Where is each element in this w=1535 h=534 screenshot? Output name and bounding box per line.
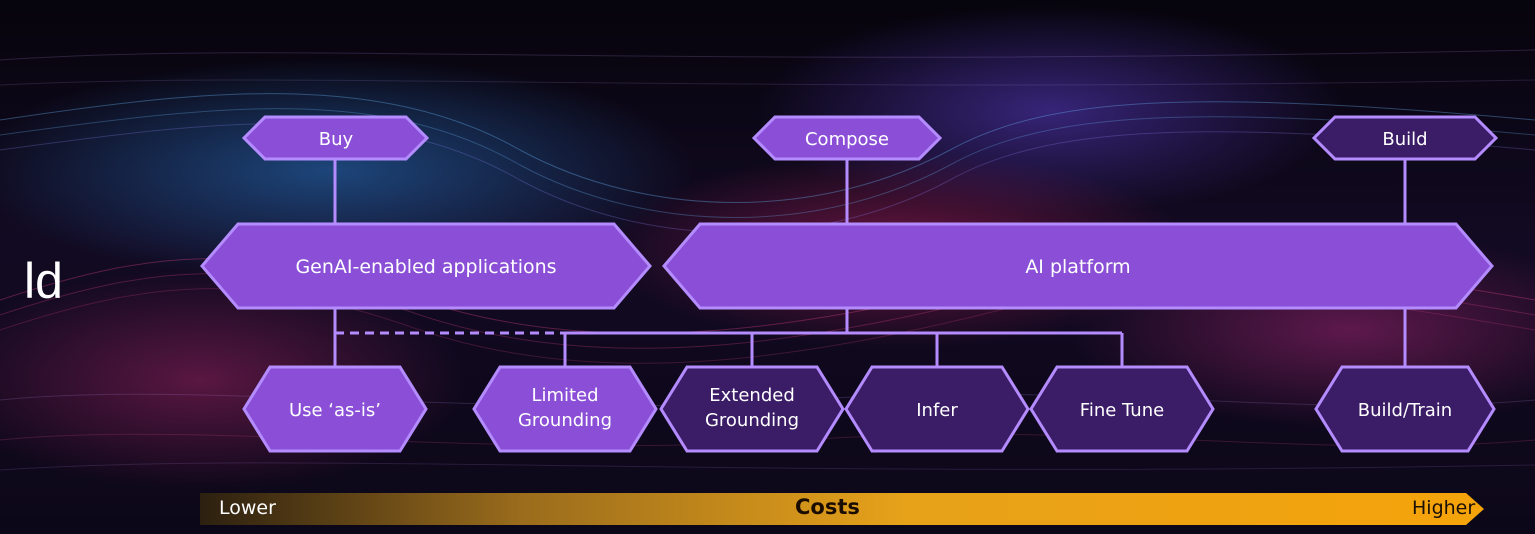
option-fine-tune-label: Fine Tune	[1080, 400, 1164, 421]
layer-ai-platform: AI platform	[662, 222, 1494, 310]
option-limited-grounding-line1: Limited	[531, 385, 598, 406]
option-fine-tune: Fine Tune	[1029, 365, 1215, 453]
cost-arrow-shape	[200, 493, 1484, 525]
option-extended-grounding-line2: Grounding	[705, 410, 799, 431]
option-use-as-is-label: Use ‘as-is’	[289, 400, 381, 421]
option-infer: Infer	[844, 365, 1030, 453]
cost-title: Costs	[795, 495, 860, 519]
connector-lines	[333, 158, 1407, 368]
category-compose-label: Compose	[805, 129, 889, 150]
option-use-as-is: Use ‘as-is’	[242, 365, 428, 453]
option-limited-grounding: Limited Grounding	[472, 365, 658, 453]
category-build-label: Build	[1382, 129, 1427, 150]
category-compose: Compose	[751, 115, 943, 161]
cost-higher-label: Higher	[1412, 497, 1476, 519]
option-build-train-label: Build/Train	[1358, 400, 1452, 421]
option-extended-grounding: Extended Grounding	[659, 365, 845, 453]
category-buy-label: Buy	[319, 129, 354, 150]
option-extended-grounding-line1: Extended	[709, 385, 795, 406]
cost-lower-label: Lower	[219, 497, 276, 519]
cropped-heading-text: ld	[24, 253, 63, 309]
layer-genai-applications-label: GenAI-enabled applications	[295, 256, 556, 278]
category-build: Build	[1311, 115, 1499, 161]
option-limited-grounding-line2: Grounding	[518, 410, 612, 431]
cost-arrow-bar	[200, 493, 1484, 525]
layer-ai-platform-label: AI platform	[1025, 256, 1130, 278]
option-infer-label: Infer	[916, 400, 958, 421]
layer-genai-applications: GenAI-enabled applications	[200, 222, 652, 310]
option-build-train: Build/Train	[1314, 365, 1496, 453]
category-buy: Buy	[241, 115, 430, 161]
